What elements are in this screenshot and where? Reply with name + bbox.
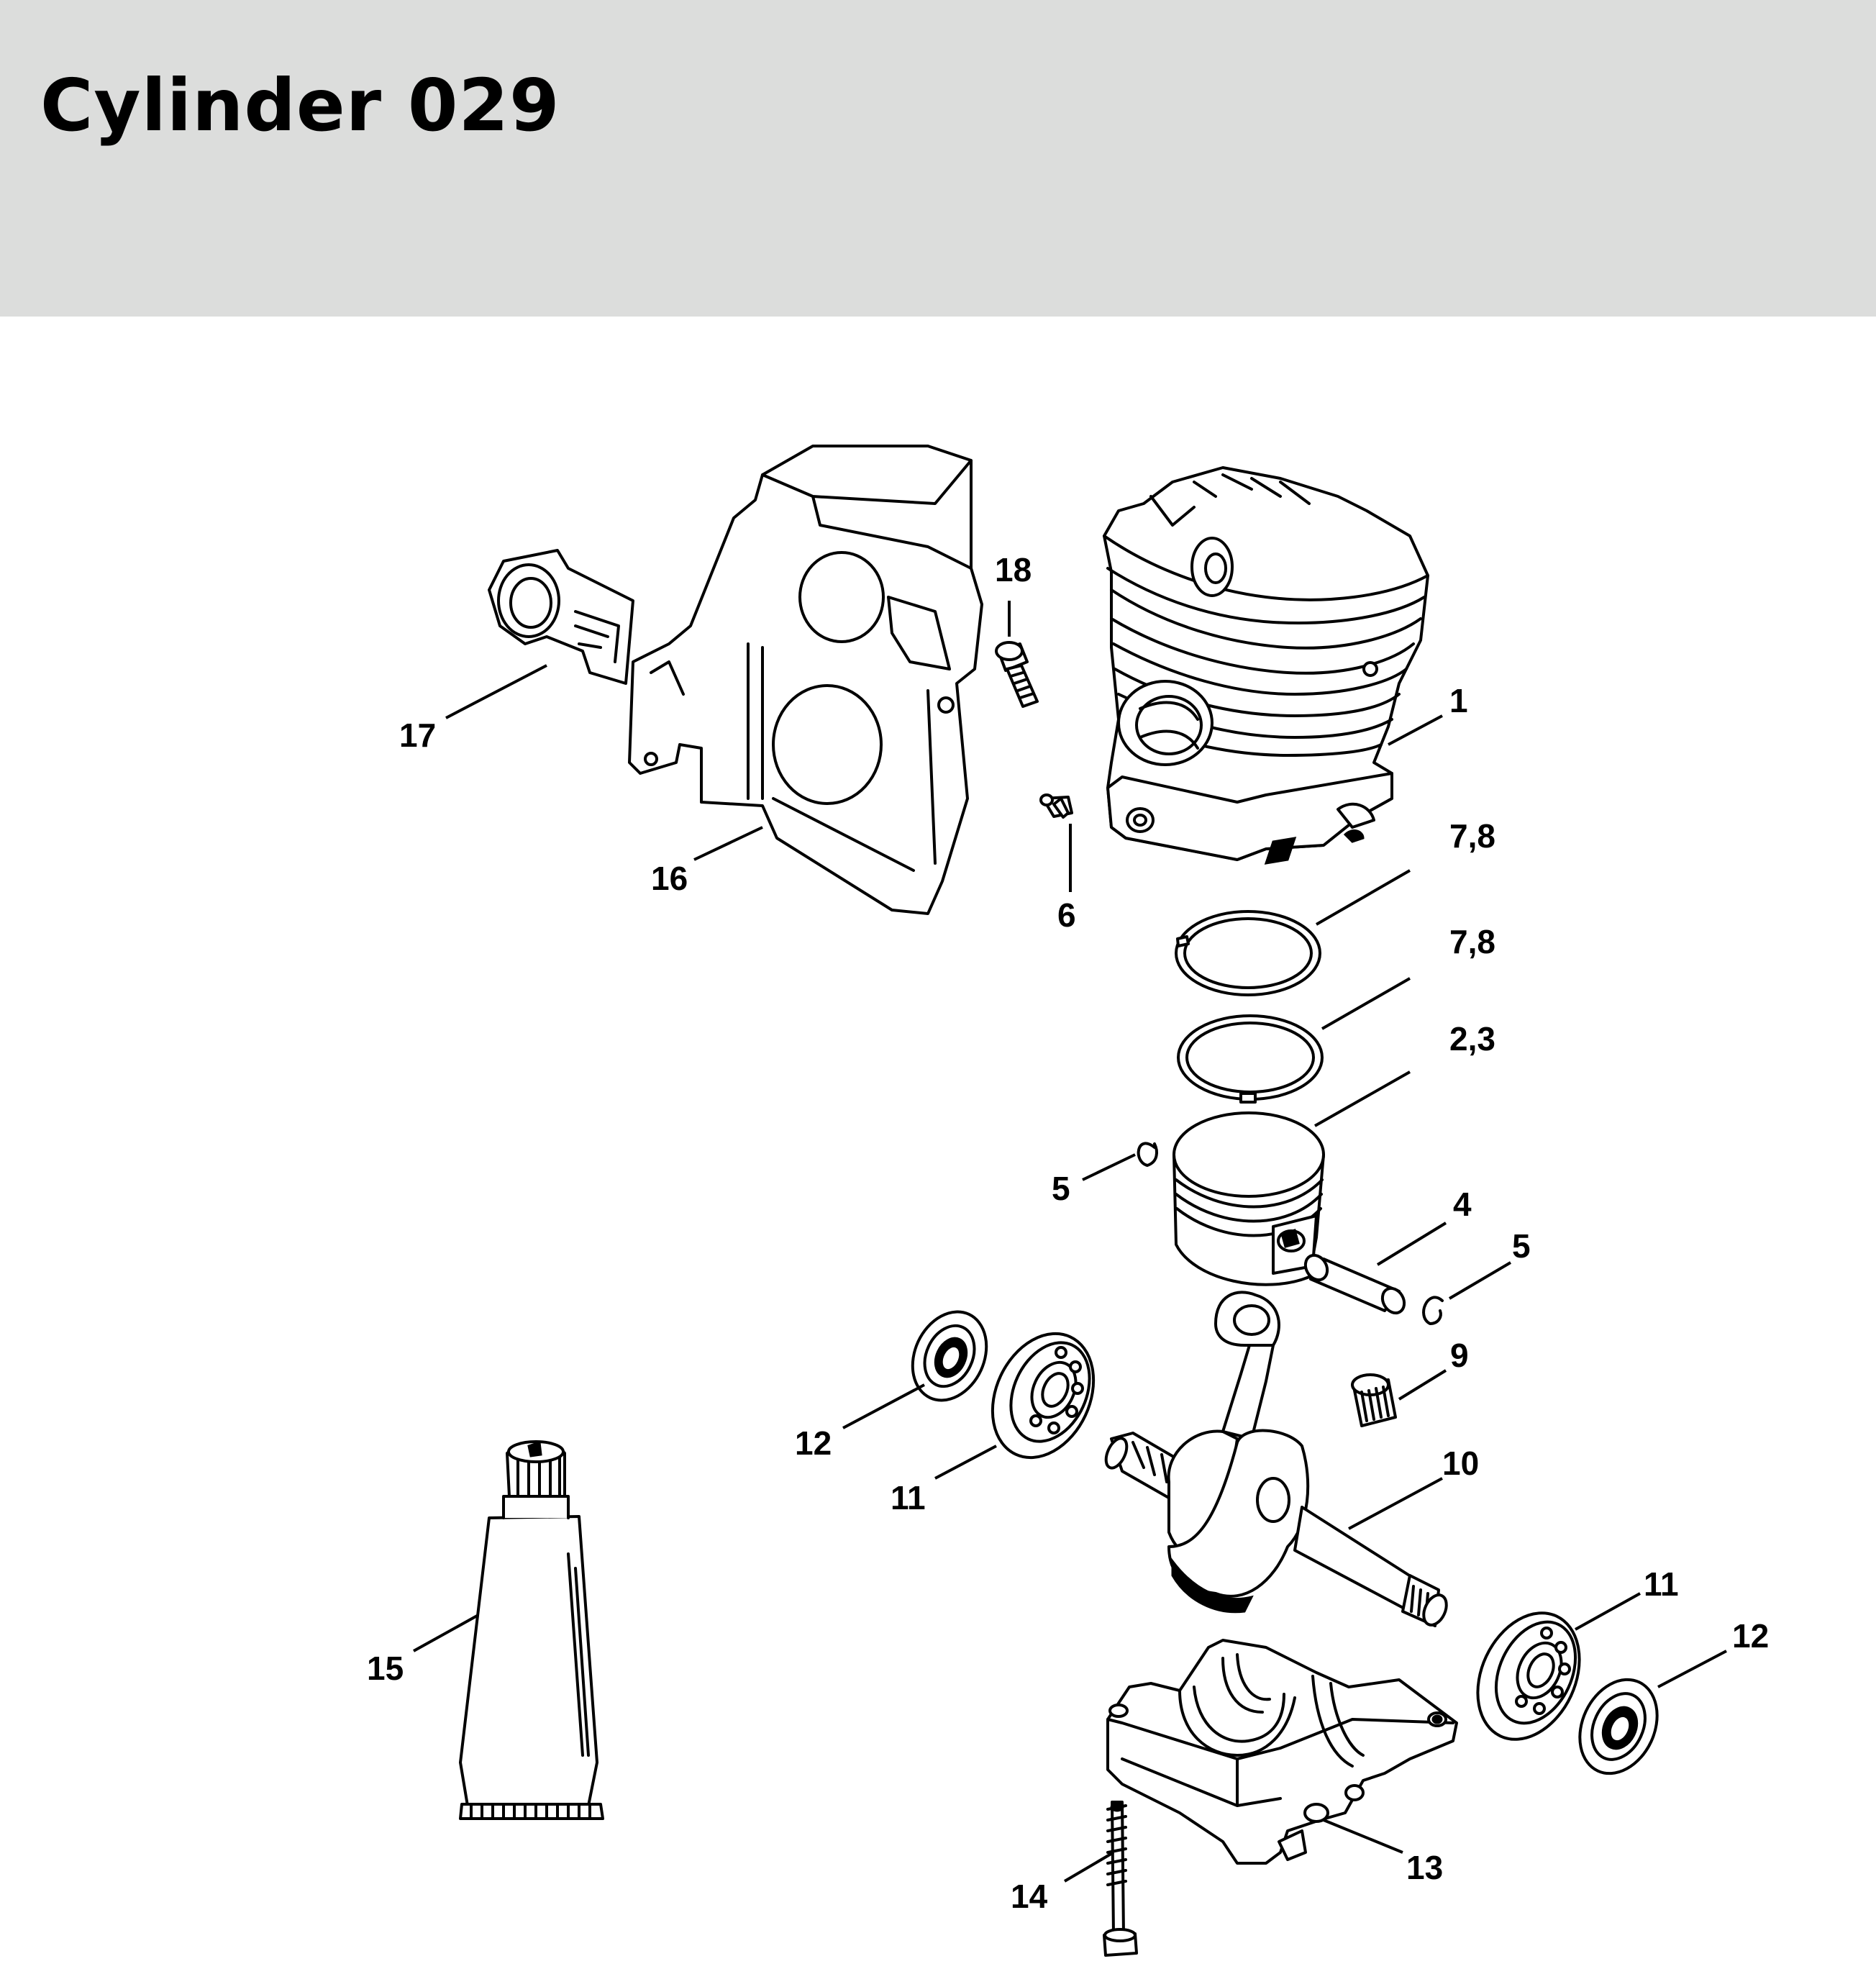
leader-15 [413, 1614, 479, 1652]
leader-7-8-lower [1321, 977, 1411, 1030]
callout-7-8-lower: 7,8 [1449, 923, 1495, 960]
callout-6: 6 [1057, 896, 1076, 934]
leader-9 [1398, 1369, 1447, 1401]
part-15-sealant-tube [459, 1440, 604, 1820]
callout-15: 15 [367, 1650, 404, 1687]
part-11-ball-bearing-right [1476, 1611, 1581, 1741]
part-12-oil-seal-left [911, 1310, 988, 1402]
leader-17 [445, 664, 547, 719]
callout-9: 9 [1450, 1337, 1469, 1374]
part-4-piston-pin [1303, 1253, 1406, 1315]
part-14-screw [1103, 1801, 1138, 1957]
header-bar: Cylinder 029 [0, 0, 1876, 317]
callout-11-right: 11 [1644, 1565, 1679, 1603]
part-7-8-ring-lower [1177, 1014, 1324, 1104]
callout-13: 13 [1406, 1849, 1443, 1886]
leader-14 [1063, 1851, 1115, 1883]
leader-11-right [1575, 1592, 1641, 1631]
leader-16 [693, 826, 763, 861]
leader-11-left [934, 1445, 997, 1480]
leader-12-left [842, 1383, 925, 1429]
leader-1 [1388, 714, 1443, 746]
callout-12-left: 12 [795, 1424, 832, 1462]
callout-10: 10 [1442, 1445, 1479, 1482]
callout-11-left: 11 [891, 1479, 926, 1516]
part-2-3-piston [1172, 1111, 1325, 1286]
callout-16: 16 [651, 860, 688, 897]
leader-2-3 [1314, 1070, 1411, 1127]
leader-5-left [1082, 1153, 1136, 1181]
part-18-screw [995, 641, 1039, 708]
part-16-shroud [628, 445, 983, 915]
part-11-ball-bearing-left [991, 1332, 1096, 1460]
callout-7-8-upper: 7,8 [1449, 817, 1495, 855]
callout-18: 18 [995, 551, 1032, 588]
leader-4 [1376, 1222, 1447, 1266]
callout-4: 4 [1453, 1186, 1472, 1223]
callout-14: 14 [1011, 1878, 1048, 1915]
callout-2-3: 2,3 [1449, 1020, 1495, 1058]
callout-1: 1 [1449, 682, 1468, 719]
leader-5-right [1448, 1261, 1512, 1300]
callout-12-right: 12 [1732, 1617, 1769, 1655]
part-7-8-ring-upper [1175, 910, 1321, 996]
callout-17: 17 [399, 717, 436, 754]
leader-13 [1323, 1819, 1403, 1854]
part-1-cylinder [1103, 466, 1429, 865]
part-9-needle-cage [1351, 1373, 1397, 1427]
part-13-crankcase [1106, 1639, 1458, 1865]
leader-7-8-upper [1316, 869, 1411, 926]
part-6-decompression-valve [1039, 793, 1073, 819]
callout-5-left: 5 [1052, 1170, 1070, 1207]
part-5-circlip-right [1422, 1296, 1444, 1325]
part-12-oil-seal-right [1578, 1678, 1659, 1775]
callout-5-right: 5 [1512, 1227, 1531, 1265]
page-title: Cylinder 029 [40, 63, 560, 147]
part-5-circlip-left [1137, 1142, 1158, 1167]
leader-10 [1348, 1477, 1443, 1530]
part-17-bracket [488, 549, 634, 685]
leader-12-right [1657, 1650, 1727, 1688]
part-10-crankshaft [1104, 1291, 1448, 1627]
